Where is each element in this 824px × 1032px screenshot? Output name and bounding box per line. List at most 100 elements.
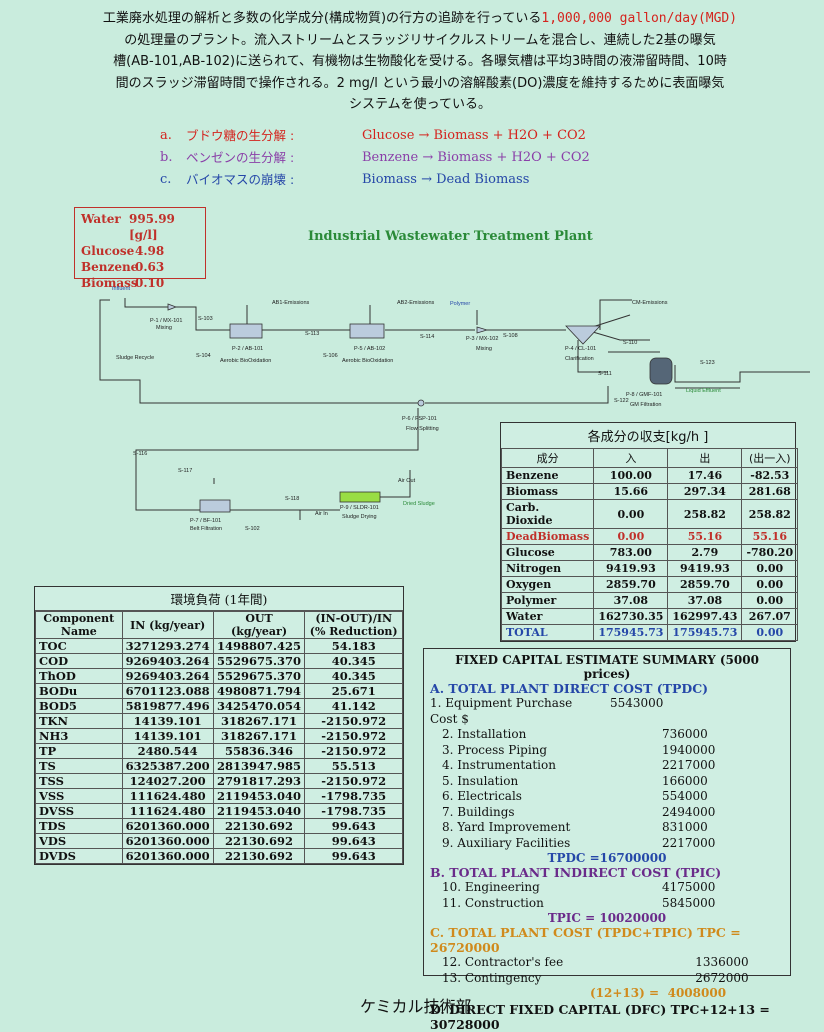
- env-cell: DVDS: [35, 848, 123, 864]
- balance-cell: 162997.43: [667, 608, 743, 625]
- env-cell: 14139.101: [121, 713, 214, 729]
- fce-line-item: 8. Yard Improvement 831000: [430, 820, 784, 836]
- mixer-2-icon: [476, 326, 489, 334]
- fce-title: FIXED CAPITAL ESTIMATE SUMMARY (5000 pri…: [455, 653, 759, 681]
- stream-s103: S-103: [198, 316, 213, 322]
- env-cell: TP: [35, 743, 123, 759]
- aerobic-tank-2-icon: [349, 323, 385, 339]
- env-cell: 4980871.794: [212, 683, 306, 699]
- env-cell: TOC: [35, 638, 123, 654]
- ab1-emissions-label: AB1-Emissions: [272, 300, 310, 306]
- reaction-b: b.ベンゼンの生分解 :Benzene → Biomass + H2O + CO…: [160, 150, 590, 165]
- stream-s117: S-117: [178, 468, 192, 474]
- fce-item-label: 3. Process Piping: [442, 742, 548, 757]
- fce-item-label: 5. Insulation: [442, 773, 519, 788]
- env-cell: 5819877.496: [121, 698, 214, 714]
- fce-item-value: 166000: [662, 773, 708, 788]
- balance-cell: 100.00: [593, 467, 669, 484]
- fce-section-b: B. TOTAL PLANT INDIRECT COST (TPIC): [430, 865, 722, 880]
- env-cell: 54.183: [304, 638, 403, 654]
- air-in-label: Air In: [315, 511, 328, 517]
- env-cell: 2480.544: [121, 743, 214, 759]
- balance-cell: 37.08: [667, 592, 743, 609]
- balance-cell: 267.07: [741, 608, 799, 625]
- env-cell: 2791817.293: [212, 773, 306, 789]
- balance-cell: 175945.73: [593, 624, 669, 641]
- fce-item-value: 2672000: [695, 970, 749, 985]
- env-cell: NH3: [35, 728, 123, 744]
- env-cell: 55836.346: [212, 743, 306, 759]
- intro-line2: の処理量のプラント。流入ストリームとスラッジリサイクルストリームを混合し、連続し…: [124, 32, 716, 48]
- balance-cell: 0.00: [741, 560, 799, 577]
- sludge-dryer-icon: [339, 491, 381, 503]
- env-cell: TS: [35, 758, 123, 774]
- stream-s123: S-123: [700, 360, 715, 366]
- fce-section-a: A. TOTAL PLANT DIRECT COST (TPDC): [430, 681, 709, 696]
- env-cell: 55.513: [304, 758, 403, 774]
- clarification-label: Clarification: [565, 356, 594, 362]
- fce-line-item: 5. Insulation 166000: [430, 774, 784, 790]
- env-cell: 111624.480: [121, 788, 214, 804]
- mixing1-label: Mixing: [156, 325, 172, 331]
- env-cell: 22130.692: [212, 818, 306, 834]
- env-cell: 6325387.200: [121, 758, 214, 774]
- env-cell: TDS: [35, 818, 123, 834]
- process-flow-diagram: Influent S-103 P-1 / MX-101 Mixing P-2 /…: [99, 286, 810, 532]
- env-cell: 3425470.054: [212, 698, 306, 714]
- balance-cell: 783.00: [593, 544, 669, 561]
- stream-s114: S-114: [420, 334, 434, 340]
- env-cell: COD: [35, 653, 123, 669]
- p3-label: P-3 / MX-102: [466, 336, 498, 342]
- env-cell: -2150.972: [304, 728, 403, 744]
- abo1-label: Aerobic BioOxidation: [220, 358, 271, 364]
- env-cell: VDS: [35, 833, 123, 849]
- env-cell: 111624.480: [121, 803, 214, 819]
- dried-sludge-label: Dried Sludge: [403, 501, 435, 507]
- env-cell: 6201360.000: [121, 833, 214, 849]
- equipment-icons: [167, 303, 673, 513]
- balance-cell: Polymer: [500, 592, 595, 609]
- env-cell: 124027.200: [121, 773, 214, 789]
- balance-title: 各成分の収支[kg/h ]: [587, 430, 709, 445]
- env-cell: -2150.972: [304, 713, 403, 729]
- intro-line3: 槽(AB-101,AB-102)に送られて、有機物は生物酸化を受ける。各曝気槽は…: [113, 54, 727, 69]
- clarifier-icon: [565, 325, 601, 345]
- balance-cell: 0.00: [741, 624, 799, 641]
- fce-item-label: 9. Auxiliary Facilities: [442, 835, 571, 850]
- fce-item-label: 4. Instrumentation: [442, 758, 556, 772]
- balance-cell: 37.08: [593, 592, 669, 609]
- stream-s108: S-108: [503, 333, 518, 339]
- env-cell: 2813947.985: [212, 758, 306, 774]
- env-header-cell: IN (kg/year): [121, 611, 214, 639]
- stream-s122: S-122: [614, 398, 629, 404]
- fce-item-label: 8. Yard Improvement: [442, 820, 571, 834]
- influent-label: Influent: [112, 286, 131, 292]
- fce-tpdc: TPDC =16700000: [547, 851, 667, 865]
- balance-cell: Biomass: [500, 483, 595, 500]
- fce-item-value: 5845000: [662, 895, 716, 910]
- fce-line-item: 1. Equipment Purchase Cost $5543000: [430, 696, 784, 727]
- belt-filtration-label: Belt Filtration: [190, 526, 222, 532]
- env-cell: VSS: [35, 788, 123, 804]
- env-cell: -2150.972: [304, 773, 403, 789]
- fce-item-value: 4175000: [662, 880, 716, 894]
- stream-s118: S-118: [285, 496, 299, 502]
- env-cell: 6201360.000: [121, 818, 214, 834]
- fce-item-value: 831000: [662, 820, 708, 834]
